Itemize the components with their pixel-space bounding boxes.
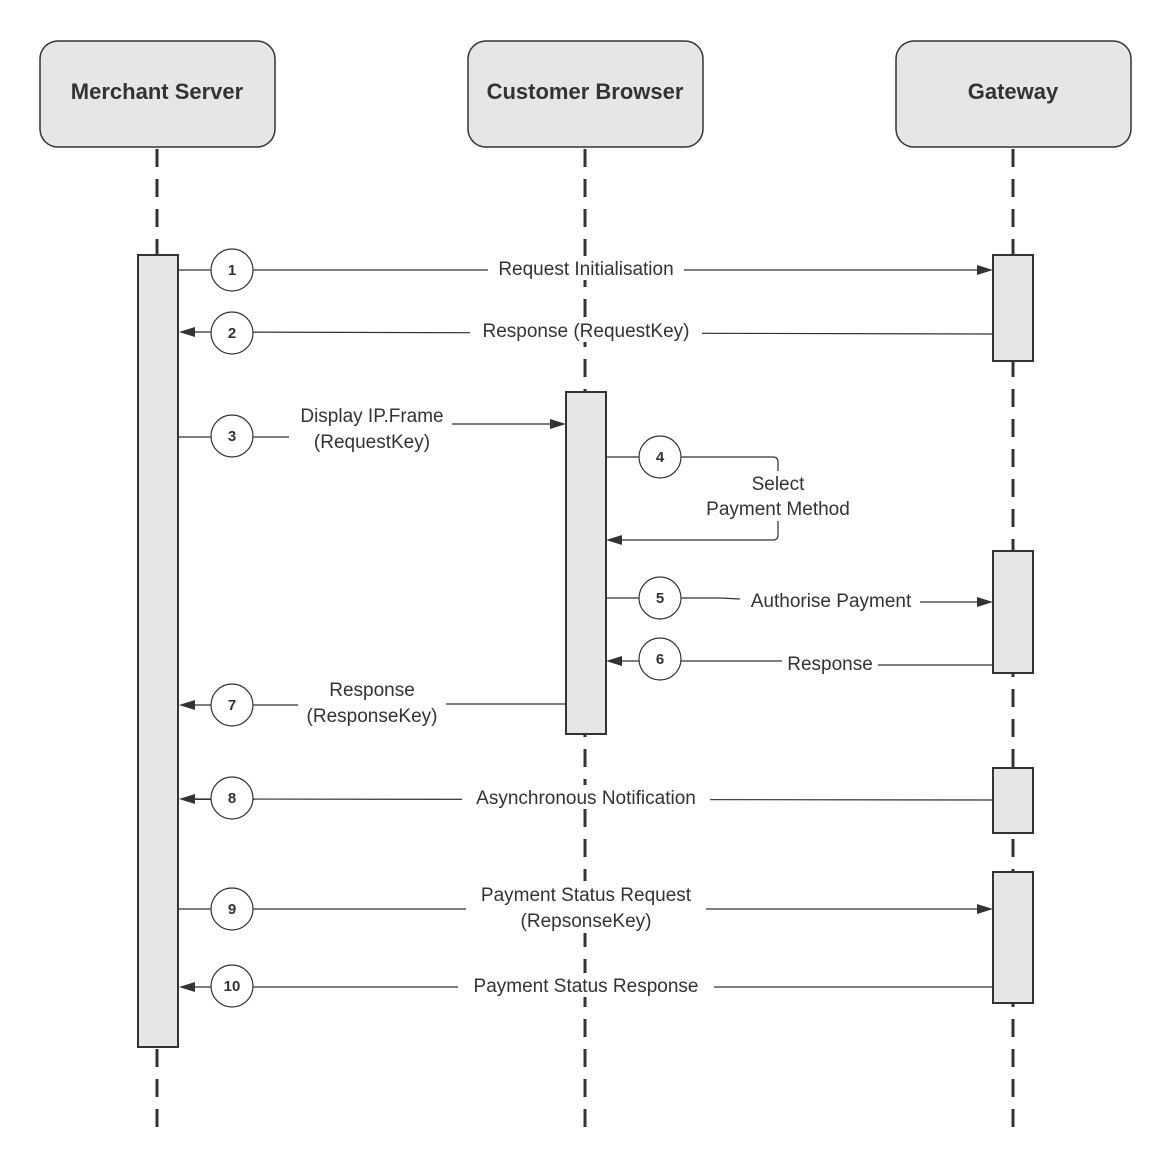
label-background	[696, 471, 861, 521]
step-number: 8	[228, 790, 236, 807]
message-label-line-2: (RepsonseKey)	[521, 911, 652, 932]
step-badge	[210, 311, 254, 355]
message-3: Display IP.Frame (RequestKey) 3	[179, 406, 566, 458]
step-badge	[638, 637, 682, 681]
activation-bar-merchant	[137, 254, 179, 1048]
message-label-line-1: Payment Status Request	[481, 885, 692, 906]
activation-bar-browser	[565, 391, 607, 735]
message-label: Asynchronous Notification	[476, 788, 696, 809]
message-label-line-1: Select	[752, 474, 806, 495]
arrow-head	[606, 656, 622, 666]
arrow-head	[977, 597, 993, 607]
message-5: Authorise Payment 5	[606, 576, 993, 620]
step-number: 2	[228, 325, 236, 342]
participant-box	[895, 40, 1132, 148]
message-label-line-1: Response	[329, 680, 415, 701]
step-badge	[210, 414, 254, 458]
label-background	[466, 881, 706, 933]
participant-box	[467, 40, 704, 148]
message-7: Response (ResponseKey) 7	[179, 680, 566, 727]
message-10: Payment Status Response 10	[179, 964, 993, 1008]
step-number: 6	[656, 651, 664, 668]
message-8: Asynchronous Notification 8	[179, 776, 994, 820]
message-4: Select Payment Method 4	[606, 435, 861, 545]
arrow-head	[179, 982, 195, 992]
participant-gateway: Gateway	[895, 40, 1132, 148]
participant-label: Gateway	[968, 79, 1059, 104]
arrow-head	[550, 419, 566, 429]
step-badge	[210, 887, 254, 931]
message-label: Payment Status Response	[474, 976, 699, 997]
step-badge	[210, 683, 254, 727]
message-label-line-2: (RequestKey)	[314, 432, 430, 453]
message-6: Response 6	[606, 637, 993, 681]
message-9: Payment Status Request (RepsonseKey) 9	[179, 881, 993, 933]
participant-merchant-server: Merchant Server	[39, 40, 276, 148]
activation-bar-gateway-3	[992, 767, 1034, 834]
activation-bar-gateway-4	[992, 871, 1034, 1004]
label-background	[462, 785, 710, 809]
arrow-head	[179, 794, 195, 804]
arrow-head	[606, 535, 622, 545]
message-label: Request Initialisation	[498, 259, 673, 280]
participant-customer-browser: Customer Browser	[467, 40, 704, 148]
step-badge	[210, 248, 254, 292]
activation-bar-gateway-1	[992, 254, 1034, 362]
step-number: 1	[228, 262, 236, 279]
message-2: Response (RequestKey) 2	[179, 311, 994, 355]
activation-bar-gateway-2	[992, 550, 1034, 674]
step-number: 7	[228, 697, 236, 714]
participant-box	[39, 40, 276, 148]
label-background	[488, 256, 684, 280]
label-background	[458, 973, 714, 997]
message-line-segment	[719, 597, 741, 600]
step-number: 5	[656, 590, 664, 607]
message-label-line-2: Payment Method	[706, 499, 850, 520]
arrow-head	[179, 700, 195, 710]
step-number: 4	[656, 449, 665, 466]
step-number: 3	[228, 428, 236, 445]
step-number: 9	[228, 901, 236, 918]
participant-label: Merchant Server	[71, 79, 244, 104]
label-background	[470, 318, 702, 342]
step-number: 10	[224, 978, 241, 995]
message-label: Response (RequestKey)	[483, 321, 690, 342]
message-label-line-1: Display IP.Frame	[300, 406, 443, 427]
step-badge	[638, 435, 682, 479]
arrow-head	[977, 265, 993, 275]
step-badge	[210, 964, 254, 1008]
message-1: Request Initialisation 1	[179, 248, 993, 292]
arrow-head	[977, 904, 993, 914]
step-badge	[210, 776, 254, 820]
message-label: Response	[787, 654, 873, 675]
message-label-line-2: (ResponseKey)	[307, 706, 438, 727]
arrow-head	[179, 327, 195, 337]
step-badge	[638, 576, 682, 620]
message-label: Authorise Payment	[751, 591, 912, 612]
participant-label: Customer Browser	[487, 79, 684, 104]
